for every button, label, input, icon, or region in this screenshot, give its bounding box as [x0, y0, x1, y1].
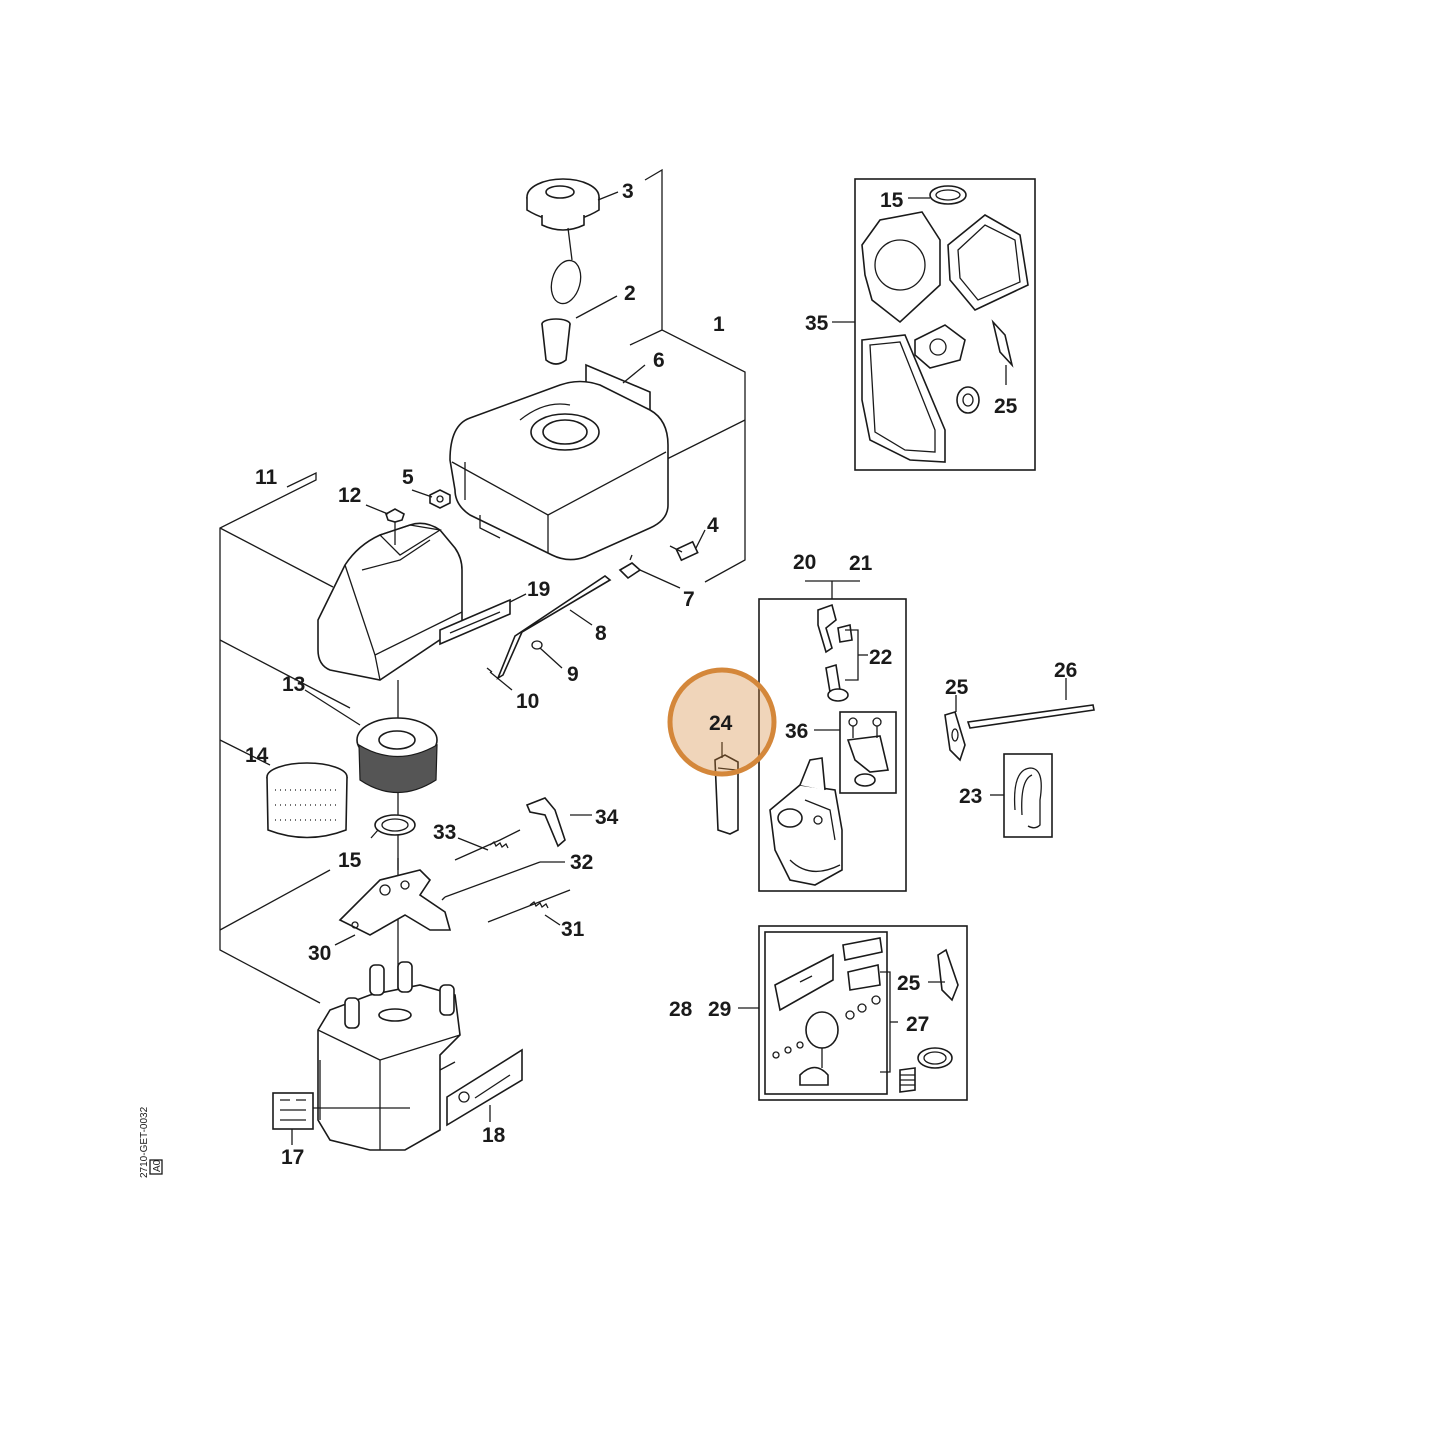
fuel-cap: [526, 178, 600, 305]
label-24-highlighted[interactable]: 24: [709, 712, 733, 735]
fuel-tank: [449, 380, 669, 561]
throttle-rod: [441, 861, 541, 901]
fuel-strainer: [541, 318, 571, 365]
air-filter-gasket: [374, 814, 416, 836]
choke-decal: [446, 1048, 523, 1127]
label-28[interactable]: 28: [669, 998, 693, 1021]
label-30[interactable]: 30: [308, 942, 331, 965]
label-34[interactable]: 34: [595, 806, 619, 829]
foam-pre-filter: [266, 762, 348, 839]
label-8[interactable]: 8: [595, 622, 607, 645]
insulator-gasket: [944, 695, 966, 762]
label-9[interactable]: 9: [567, 663, 579, 686]
label-13[interactable]: 13: [282, 673, 305, 696]
label-2[interactable]: 2: [624, 282, 636, 305]
label-11[interactable]: 11: [255, 466, 278, 489]
label-1[interactable]: 1: [713, 313, 725, 336]
label-6[interactable]: 6: [653, 349, 665, 372]
label-20[interactable]: 20: [793, 551, 816, 574]
label-15-air[interactable]: 15: [338, 849, 362, 872]
label-29[interactable]: 29: [708, 998, 731, 1021]
label-27[interactable]: 27: [906, 1013, 929, 1036]
throttle-control: [338, 858, 452, 936]
label-18[interactable]: 18: [482, 1124, 506, 1147]
air-filter-cover: [317, 522, 463, 681]
air-filter-element: [356, 717, 438, 794]
carburetor-repair-kit: [738, 925, 968, 1101]
label-17[interactable]: 17: [281, 1146, 304, 1169]
warning-decal: [272, 1092, 410, 1130]
carburetor-stud: [966, 678, 1095, 729]
label-35[interactable]: 35: [805, 312, 829, 335]
gasket-set: [832, 178, 1036, 471]
fuel-valve: [618, 554, 642, 580]
label-31[interactable]: 31: [561, 918, 585, 941]
label-25-insulator[interactable]: 25: [945, 676, 969, 699]
label-25-kit[interactable]: 25: [897, 972, 921, 995]
label-32[interactable]: 32: [570, 851, 593, 874]
label-21[interactable]: 21: [849, 552, 873, 575]
tank-bolt: [669, 540, 699, 562]
label-12[interactable]: 12: [338, 484, 361, 507]
label-4[interactable]: 4: [707, 514, 719, 537]
label-36[interactable]: 36: [785, 720, 808, 743]
label-7[interactable]: 7: [683, 588, 695, 611]
leader-lines: [291, 191, 706, 1145]
label-14[interactable]: 14: [245, 744, 269, 767]
label-23[interactable]: 23: [959, 785, 982, 808]
label-33[interactable]: 33: [433, 821, 456, 844]
drawing-id: 2710-GET-0032: [139, 1106, 150, 1178]
label-15-gasket[interactable]: 15: [880, 189, 904, 212]
assembly-frame: [219, 168, 746, 1004]
label-5[interactable]: 5: [402, 466, 414, 489]
engine-block: [317, 961, 461, 1151]
choke-link-box: [990, 753, 1053, 838]
hose-clamp: [486, 640, 543, 673]
drawing-tag-group: A0: [149, 1159, 163, 1175]
callout-labels: 1 2 3 4 5 6 7 8 9 10 11 12 13 14 15 15 1…: [245, 180, 1077, 1169]
label-19[interactable]: 19: [527, 578, 550, 601]
label-25-gasket[interactable]: 25: [994, 395, 1018, 418]
governor-spring: [454, 829, 521, 861]
label-3[interactable]: 3: [622, 180, 634, 203]
label-22[interactable]: 22: [869, 646, 892, 669]
drawing-code: 2710-GET-0032: [139, 1106, 150, 1178]
fuel-line: [496, 575, 612, 680]
nut: [429, 489, 451, 509]
air-filter-label: [439, 598, 511, 646]
choke-lever: [525, 797, 566, 848]
label-26[interactable]: 26: [1054, 659, 1077, 682]
wing-nut: [385, 508, 405, 545]
carburetor-assembly: [758, 580, 907, 892]
label-10[interactable]: 10: [516, 690, 539, 713]
drawing-tag: A0: [152, 1159, 163, 1172]
choke-rod: [487, 889, 571, 923]
highlight-circle[interactable]: [667, 667, 777, 777]
